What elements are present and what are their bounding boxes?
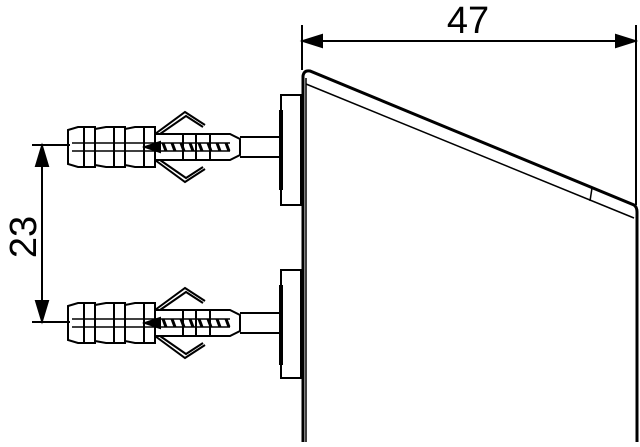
width-dimension-label: 47 xyxy=(447,0,489,42)
width-dimension xyxy=(299,25,639,205)
wall-anchor-bottom xyxy=(66,286,282,360)
housing-body xyxy=(301,69,639,442)
wall-anchor-top xyxy=(66,110,282,184)
mounting-plates xyxy=(279,94,302,379)
spacing-dimension xyxy=(32,142,70,325)
spacing-dimension-label: 23 xyxy=(3,216,45,258)
